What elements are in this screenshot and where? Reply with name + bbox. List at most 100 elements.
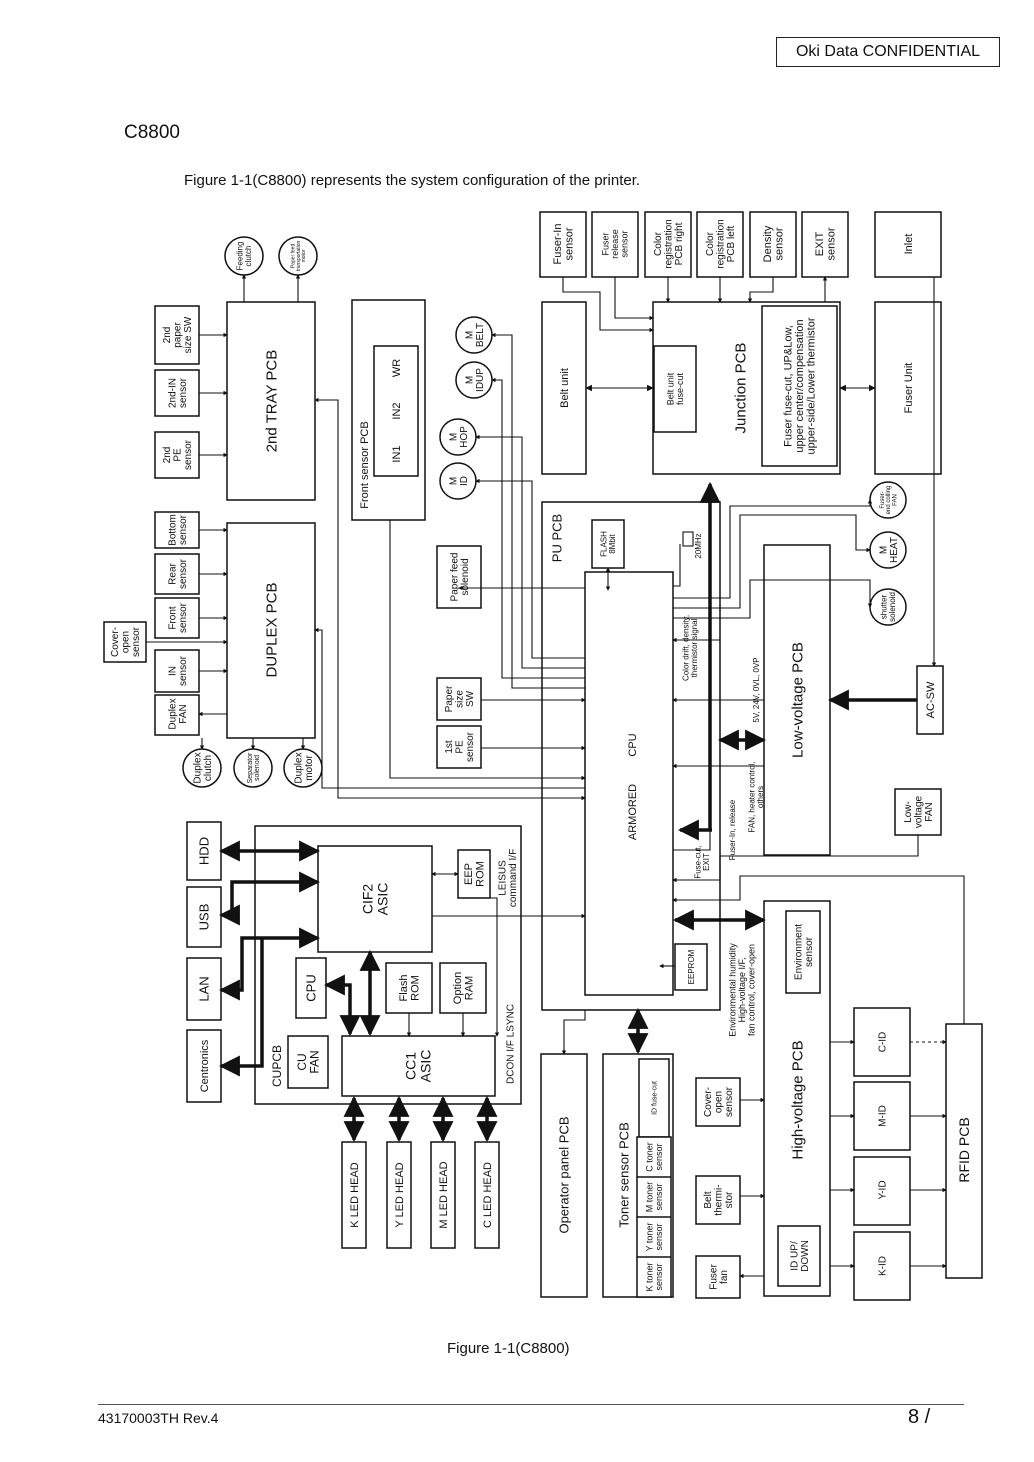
label-tray-pcb: 2nd TRAY PCB	[263, 350, 280, 453]
exit-sensor-box	[801, 211, 849, 278]
label-env: Environmental humidityHigh-voltage I/F,f…	[728, 943, 757, 1037]
label-duplex-fan: DuplexFAN	[167, 698, 189, 729]
label-feeding-clutch: Feedingclutch	[236, 242, 253, 271]
confidential-label: Oki Data CONFIDENTIAL	[776, 37, 1000, 67]
cif2-asic-box	[317, 845, 433, 953]
label-operator: Operator panel PCB	[557, 1116, 572, 1233]
c-led-head-box	[474, 1141, 500, 1249]
fuser-release-sensor-box	[591, 211, 639, 278]
label-cu-flash: FlashROM	[398, 975, 422, 1002]
label-cufan: CUFAN	[295, 1050, 322, 1073]
belt-thermistor-box	[695, 1175, 741, 1225]
label-m-heat: MHEAT	[878, 537, 900, 563]
label-leisus: LEISUScommand I/F	[497, 849, 519, 907]
label-tray-pe-sensor: 2ndPEsensor	[162, 439, 194, 470]
label-duplex-rear: Rearsensor	[167, 558, 189, 589]
label-density: Densitysensor	[762, 225, 786, 262]
tray-paper-size-box	[154, 305, 200, 365]
figure-caption: Figure 1-1(C8800)	[447, 1340, 570, 1357]
cc1-asic-box	[341, 1035, 496, 1097]
label-c-toner: C tonersensor	[644, 1142, 663, 1172]
label-c-led: C LED HEAD	[482, 1162, 494, 1228]
document-number: 43170003TH Rev.4	[98, 1410, 219, 1426]
label-shutter: shuttersolenoid	[880, 592, 897, 622]
label-id-fuse: ID fuse-cut	[651, 1081, 658, 1115]
label-cif2: CIF2ASIC	[360, 883, 391, 916]
label-duplex-clutch: Duplexclutch	[192, 752, 214, 783]
tray-pcb-box	[226, 301, 316, 501]
label-fan-heater: FAN, heater control,others	[748, 761, 765, 832]
label-duplex-in: INsensor	[167, 655, 189, 686]
label-tray-in-sensor: 2nd-INsensor	[167, 377, 189, 408]
label-in2: IN2	[391, 402, 403, 419]
label-duplex-pcb: DUPLEX PCB	[263, 582, 280, 677]
m-led-head-box	[430, 1141, 456, 1249]
label-high-voltage: High-voltage PCB	[789, 1040, 806, 1159]
label-low-voltage: Low-voltage PCB	[789, 642, 806, 758]
label-cpu: CPU	[627, 733, 639, 756]
label-front-sensor-pcb: Front sensor PCB	[359, 421, 371, 508]
label-duplex-front: Frontsensor	[167, 602, 189, 633]
label-toner: Toner sensor PCB	[617, 1122, 632, 1228]
label-belt-unit: Belt unit	[559, 368, 571, 408]
operator-panel-box	[540, 1053, 588, 1298]
label-fuser-unit: Fuser Unit	[903, 363, 915, 414]
label-flash: FLASH8Mbit	[600, 531, 617, 557]
k-id-box	[853, 1231, 911, 1301]
label-usb: USB	[197, 904, 212, 931]
hdd-box	[186, 821, 222, 881]
rfid-pcb-box	[945, 1023, 983, 1279]
label-paper-size-sw: PapersizeSW	[444, 685, 476, 712]
duplex-in-box	[154, 649, 200, 693]
label-eeprom: EEPROM	[687, 949, 696, 984]
duplex-rear-box	[154, 553, 200, 595]
ac-sw-box	[916, 665, 944, 735]
label-y-led: Y LED HEAD	[394, 1162, 406, 1227]
duplex-front-box	[154, 597, 200, 639]
label-osc: 20MHz	[694, 533, 703, 558]
label-inlet: Inlet	[903, 234, 915, 255]
label-m-led: M LED HEAD	[438, 1161, 450, 1228]
label-lv-fan: Low-voltageFAN	[903, 795, 935, 828]
label-rail: 5V, 24V, 0VL, 0VP	[752, 657, 761, 722]
label-cupcb: CUPCB	[270, 1045, 284, 1087]
y-led-head-box	[386, 1141, 412, 1249]
label-fuser-release: Fuserreleasesensor	[601, 229, 630, 259]
label-fuse-exit: Fuse-cut,EXIT	[694, 845, 711, 878]
label-m-toner: M tonersensor	[644, 1182, 663, 1213]
label-id-updown: ID UP/DOWN	[789, 1240, 811, 1272]
label-color-drift: Color drift, density,thermistor signal	[682, 615, 699, 681]
label-cu-option: OptionRAM	[452, 972, 476, 1004]
label-y-toner: Y tonersensor	[644, 1223, 663, 1252]
label-m-hop: MHOP	[448, 426, 470, 448]
duplex-bottom-box	[154, 511, 200, 549]
tray-in-sensor-box	[154, 369, 200, 417]
label-cc1: CC1ASIC	[403, 1050, 434, 1083]
label-cu-cpu: CPU	[304, 974, 319, 1001]
color-reg-left-box	[696, 211, 744, 278]
label-duplex-bottom: Bottomsensor	[167, 514, 189, 546]
k-led-head-box	[341, 1141, 367, 1249]
label-lan: LAN	[197, 976, 212, 1001]
label-tray-paper-size: 2ndpapersize SW	[162, 316, 194, 353]
color-reg-right-box	[644, 211, 692, 278]
label-m-belt: MBELT	[464, 323, 486, 347]
label-centronics: Centronics	[199, 1039, 211, 1092]
label-armored: ARMORED	[627, 784, 639, 840]
inlet-box	[874, 211, 942, 278]
usb-box	[186, 886, 222, 948]
label-fuser-in: Fuser-Insensor	[552, 224, 576, 265]
label-k-toner: K tonersensor	[644, 1262, 663, 1291]
label-color-reg-right: ColorregistrationPCB right	[653, 219, 685, 268]
label-m-id: MID	[448, 476, 470, 486]
fuser-in-sensor-box	[539, 211, 587, 278]
label-fuser-note: Fuser fuse-cut, UP&Low,upper center/comp…	[782, 317, 817, 454]
label-k-id: K-ID	[878, 1256, 889, 1276]
label-paper-feed-motor: Paper feedtransportationmotor	[291, 240, 308, 271]
duplex-cover-box	[103, 621, 147, 663]
label-fuser-in-release: Fuser-In, release	[728, 799, 737, 860]
low-voltage-pcb-box	[763, 544, 831, 856]
label-hdd: HDD	[197, 837, 212, 865]
label-c-id: C-ID	[878, 1032, 889, 1053]
